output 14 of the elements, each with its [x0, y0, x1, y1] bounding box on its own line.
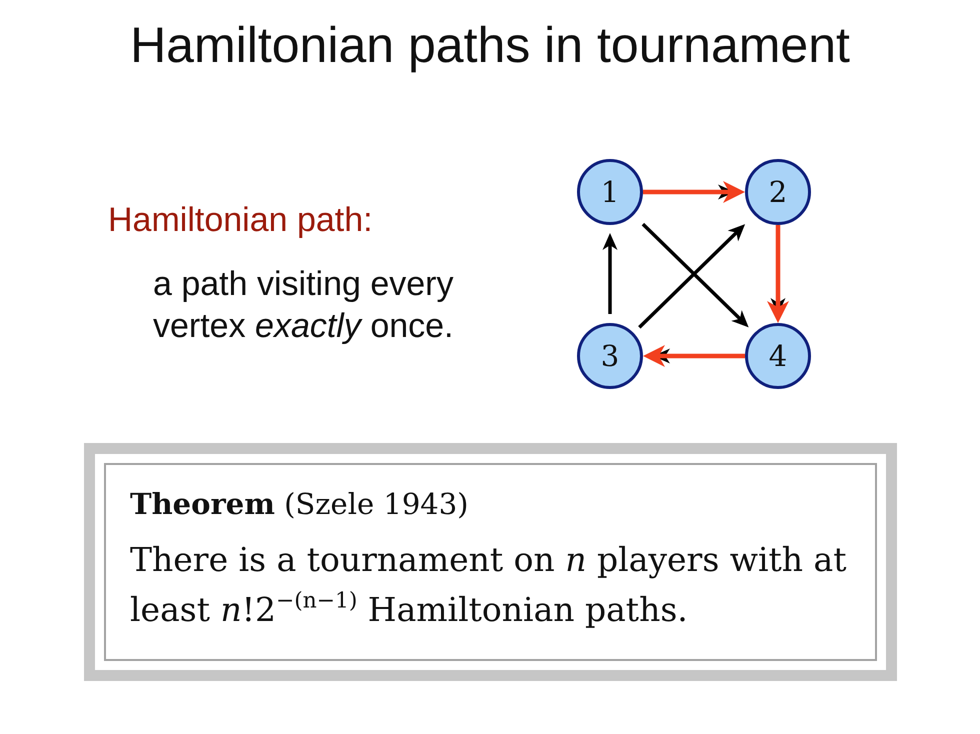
- arrow: [602, 233, 618, 314]
- theorem-heading: Theorem (Szele 1943): [130, 486, 468, 522]
- theorem-statement: There is a tournament on n players with at least n!2$^{−(n−1)}$ Hamiltonian paths.: [130, 539, 848, 631]
- vertex-number: 2: [768, 178, 788, 206]
- highlight-arrow: [643, 345, 745, 367]
- vertex-number: 3: [600, 342, 620, 370]
- vertex-number: 1: [600, 178, 620, 206]
- slide-title: Hamiltonian paths in tournament: [130, 17, 850, 74]
- vertex-number: 4: [768, 342, 788, 370]
- definition-heading: Hamiltonian path:: [108, 201, 373, 240]
- highlight-arrow: [767, 225, 789, 323]
- definition-text: a path visiting every vertex exactly once.: [153, 264, 454, 347]
- highlight-arrow: [643, 181, 745, 203]
- theorem-box: [84, 443, 897, 681]
